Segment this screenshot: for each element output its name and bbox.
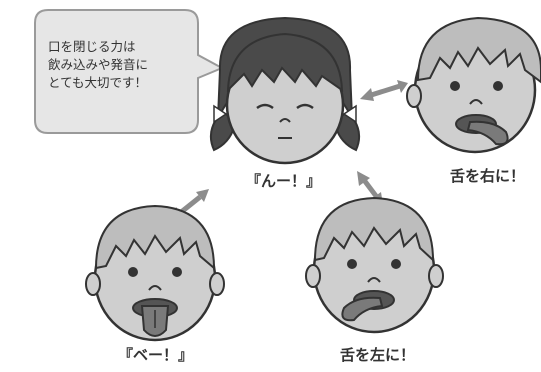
speech-bubble-text: 口を閉じる力は 飲み込みや発音に とても大切です！ [48,38,148,92]
label-bottom-right: 舌を左に！ [340,346,416,364]
arrow-center-right [360,80,408,101]
label-center: 『んー！』 [246,172,322,190]
bubble-line-2: 飲み込みや発音に [48,57,149,72]
speech-bubble [34,9,225,134]
label-right: 舌を右に！ [450,167,526,185]
boy-face-bottom-right [305,196,444,334]
bubble-line-1: 口を閉じる力は [48,39,136,54]
bubble-line-3: とても大切です！ [48,75,148,90]
girl-face-center [209,16,361,165]
boy-face-right [406,16,541,154]
boy-face-bottom-left [85,204,225,342]
label-bottom-left: 『ベー！』 [118,346,194,364]
